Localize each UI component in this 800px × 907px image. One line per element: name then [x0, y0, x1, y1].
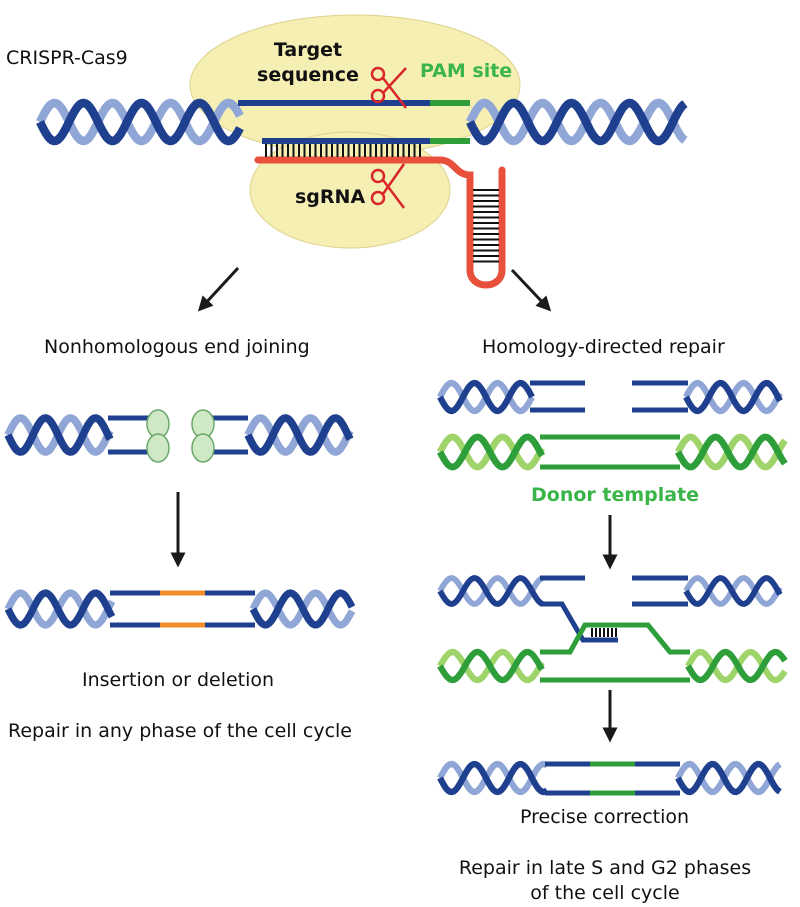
sgrna-label: sgRNA: [295, 186, 366, 208]
hdr-label: Homology-directed repair: [482, 336, 725, 358]
hdr-strand-invasion: [540, 575, 690, 683]
target-sequence-label: Target sequence: [257, 39, 359, 86]
scissors-icon: [370, 163, 406, 209]
target-dna-opened: [238, 100, 470, 144]
nhej-repaired-helix-right: [249, 589, 356, 629]
precise-correction-label: Precise correction: [520, 806, 690, 828]
nhej-broken-dna: [108, 415, 248, 455]
nhej-repaired-dna: [110, 590, 255, 628]
arrow-icon: [510, 268, 552, 312]
invasion-helix-right: [683, 574, 783, 608]
donor-template-label: Donor template: [531, 484, 700, 506]
hdr-helix-right: [683, 379, 783, 415]
scissors-icon: [370, 66, 407, 109]
hdr-broken-dna: [530, 380, 688, 413]
donor-helix-left: [437, 433, 545, 471]
invasion-donor-helix-left: [437, 648, 545, 684]
pam-site-label: PAM site: [420, 60, 513, 82]
invasion-donor-helix-right: [685, 648, 788, 684]
final-helix-right: [675, 760, 782, 796]
donor-template-dna: [540, 434, 680, 470]
insertion-deletion-label: Insertion or deletion: [82, 669, 275, 691]
hdr-repaired-dna: [545, 761, 680, 796]
target-dna-helix-left: [36, 98, 244, 146]
sgrna-strand: [254, 144, 506, 289]
target-dna-helix-right: [466, 98, 688, 146]
arrow-icon: [197, 266, 240, 312]
final-helix-left: [437, 760, 549, 796]
hdr-phase-label: Repair in late S and G2 phases of the ce…: [458, 857, 752, 904]
ku-protein-icon: [146, 409, 215, 463]
nhej-repaired-helix-left: [4, 589, 116, 629]
nhej-helix-right: [244, 414, 354, 456]
nhej-label: Nonhomologous end joining: [44, 336, 310, 358]
donor-helix-right: [675, 433, 788, 471]
diagram-title: CRISPR-Cas9: [6, 47, 128, 69]
nhej-helix-left: [4, 414, 114, 456]
invasion-helix-left: [437, 574, 544, 608]
hdr-helix-left: [437, 379, 535, 415]
nhej-phase-label: Repair in any phase of the cell cycle: [8, 720, 352, 742]
